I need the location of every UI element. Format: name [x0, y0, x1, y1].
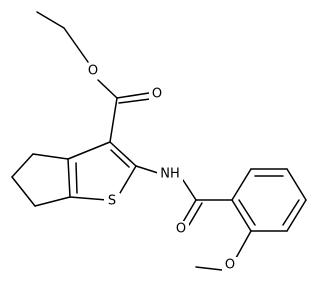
bond-ring-inner-c: [238, 199, 256, 226]
bond-ch3-ch2: [36, 11, 65, 29]
bond-ring-methoxy-o: [235, 230, 252, 259]
bond-c2-s: [119, 165, 137, 194]
molecule-drawing: O O S NH O O: [11, 11, 307, 273]
bond-c3a-c4: [32, 153, 69, 160]
bond-c6a-c3a: [67, 158, 71, 198]
bond-ring-c1-c2: [231, 168, 252, 201]
bond-carbonyl-double-b: [118, 98, 151, 104]
bond-ch2-o-ester: [63, 27, 89, 63]
bond-carbonyl-double-a: [116, 92, 150, 99]
molecule-canvas: O O S NH O O: [11, 11, 307, 273]
bond-amide-double-a: [182, 199, 197, 223]
atom-ester-carbonyl-oxygen: O: [152, 87, 162, 102]
bond-methoxy-o-ch3: [195, 266, 223, 271]
atom-methoxy-oxygen: O: [225, 258, 235, 273]
bond-ring-c3-c4: [286, 168, 307, 201]
atom-amide-nitrogen: NH: [160, 167, 180, 182]
bond-s-c6a: [69, 196, 108, 201]
bond-o-ester-carbonyl: [97, 79, 118, 99]
atom-thiophene-sulfur: S: [108, 194, 116, 209]
bond-amide-double-b: [188, 202, 203, 226]
bond-ring-c4-c5: [286, 199, 307, 232]
bond-c2-nh: [135, 165, 159, 174]
bond-c4-c5: [11, 153, 34, 178]
bond-ring-c6-c1: [231, 199, 252, 232]
bond-carbonyl-c3: [109, 97, 118, 143]
bond-c6-c6a: [34, 196, 71, 207]
bond-c3-c2-inner: [110, 149, 130, 168]
bond-ring-inner-b: [282, 199, 300, 226]
atom-ester-ether-oxygen: O: [88, 64, 98, 79]
bond-c6a-c3a-inner: [75, 162, 78, 194]
bond-c3-c2: [109, 141, 137, 167]
bond-c3-c3a: [67, 141, 111, 160]
bond-c5-c6: [11, 176, 36, 207]
atom-amide-oxygen: O: [176, 222, 186, 237]
bond-nh-amide-c: [182, 179, 197, 201]
